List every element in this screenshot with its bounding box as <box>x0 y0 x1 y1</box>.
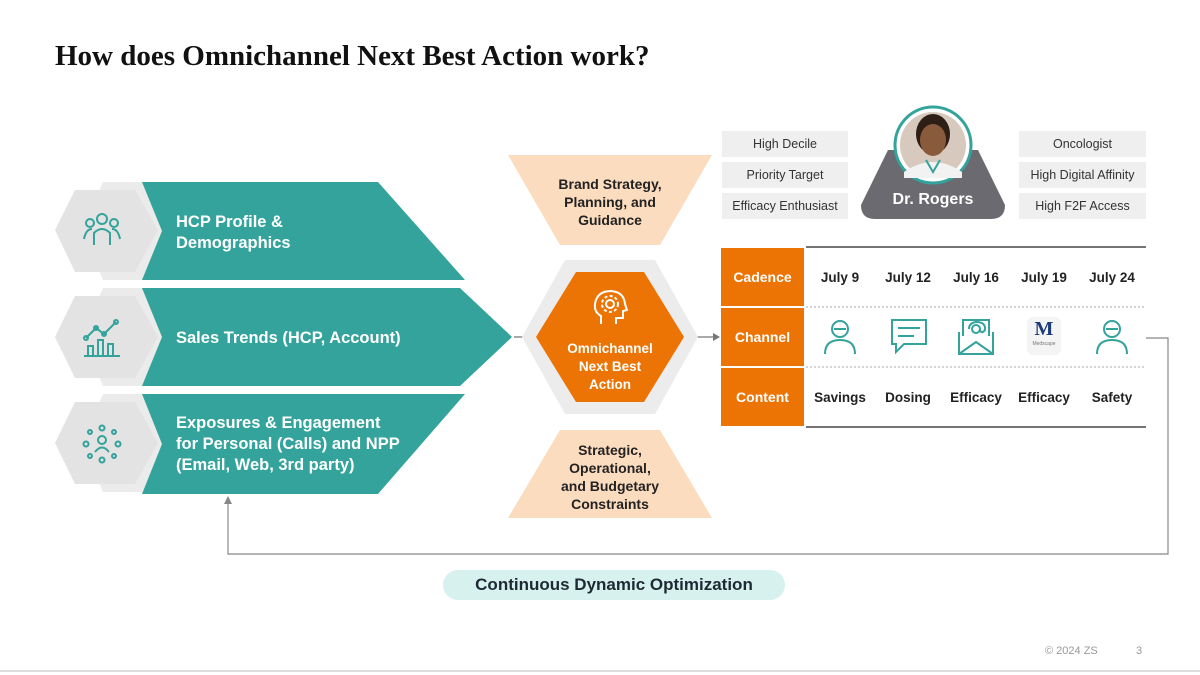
chat-message-icon <box>891 319 927 355</box>
date-cell: July 19 <box>1021 270 1067 285</box>
content-cell: Efficacy <box>1018 390 1070 405</box>
date-cell: July 24 <box>1089 270 1135 285</box>
rep-visit-icon <box>1096 320 1128 355</box>
brain-gear-icon <box>593 289 629 324</box>
rep-visit-icon <box>824 320 856 355</box>
people-group-icon <box>83 213 121 245</box>
input-band-1 <box>142 182 465 280</box>
date-cell: July 12 <box>885 270 931 285</box>
content-cell: Savings <box>814 390 866 405</box>
content-cell: Dosing <box>885 390 931 405</box>
row-label-channel: Channel <box>721 308 804 366</box>
tag-high-decile: High Decile <box>722 131 848 157</box>
engine-hex <box>536 272 684 402</box>
tag-high-f2f-access: High F2F Access <box>1019 193 1146 219</box>
funnel-top-shape <box>508 155 712 245</box>
page-number: 3 <box>1136 645 1143 657</box>
date-cell: July 16 <box>953 270 999 285</box>
email-icon <box>958 319 994 355</box>
feedback-loop-line <box>227 337 1169 555</box>
doctor-name: Dr. Rogers <box>892 191 974 208</box>
input-band-2 <box>142 288 512 386</box>
row-label-content: Content <box>721 368 804 426</box>
network-people-icon <box>82 424 122 464</box>
content-cell: Efficacy <box>950 390 1002 405</box>
tag-efficacy-enthusiast: Efficacy Enthusiast <box>722 193 848 219</box>
input-sales-trends: Sales Trends (HCP, Account) <box>176 329 401 347</box>
trend-chart-icon <box>83 319 120 357</box>
date-cell: July 9 <box>820 270 860 285</box>
content-cell: Safety <box>1091 390 1133 405</box>
medscape-logo: M Medscape <box>1027 317 1061 355</box>
feedback-label: Continuous Dynamic Optimization <box>443 570 785 600</box>
input-band-3 <box>142 394 465 494</box>
copyright: © 2024 ZS <box>1045 645 1098 657</box>
tag-oncologist: Oncologist <box>1019 131 1146 157</box>
tag-high-digital-affinity: High Digital Affinity <box>1019 162 1146 188</box>
row-label-cadence: Cadence <box>721 248 804 306</box>
funnel-bottom-shape <box>508 430 712 518</box>
input-hcp-profile: HCP Profile &Demographics <box>176 213 291 252</box>
page-title: How does Omnichannel Next Best Action wo… <box>55 40 650 72</box>
tag-priority-target: Priority Target <box>722 162 848 188</box>
